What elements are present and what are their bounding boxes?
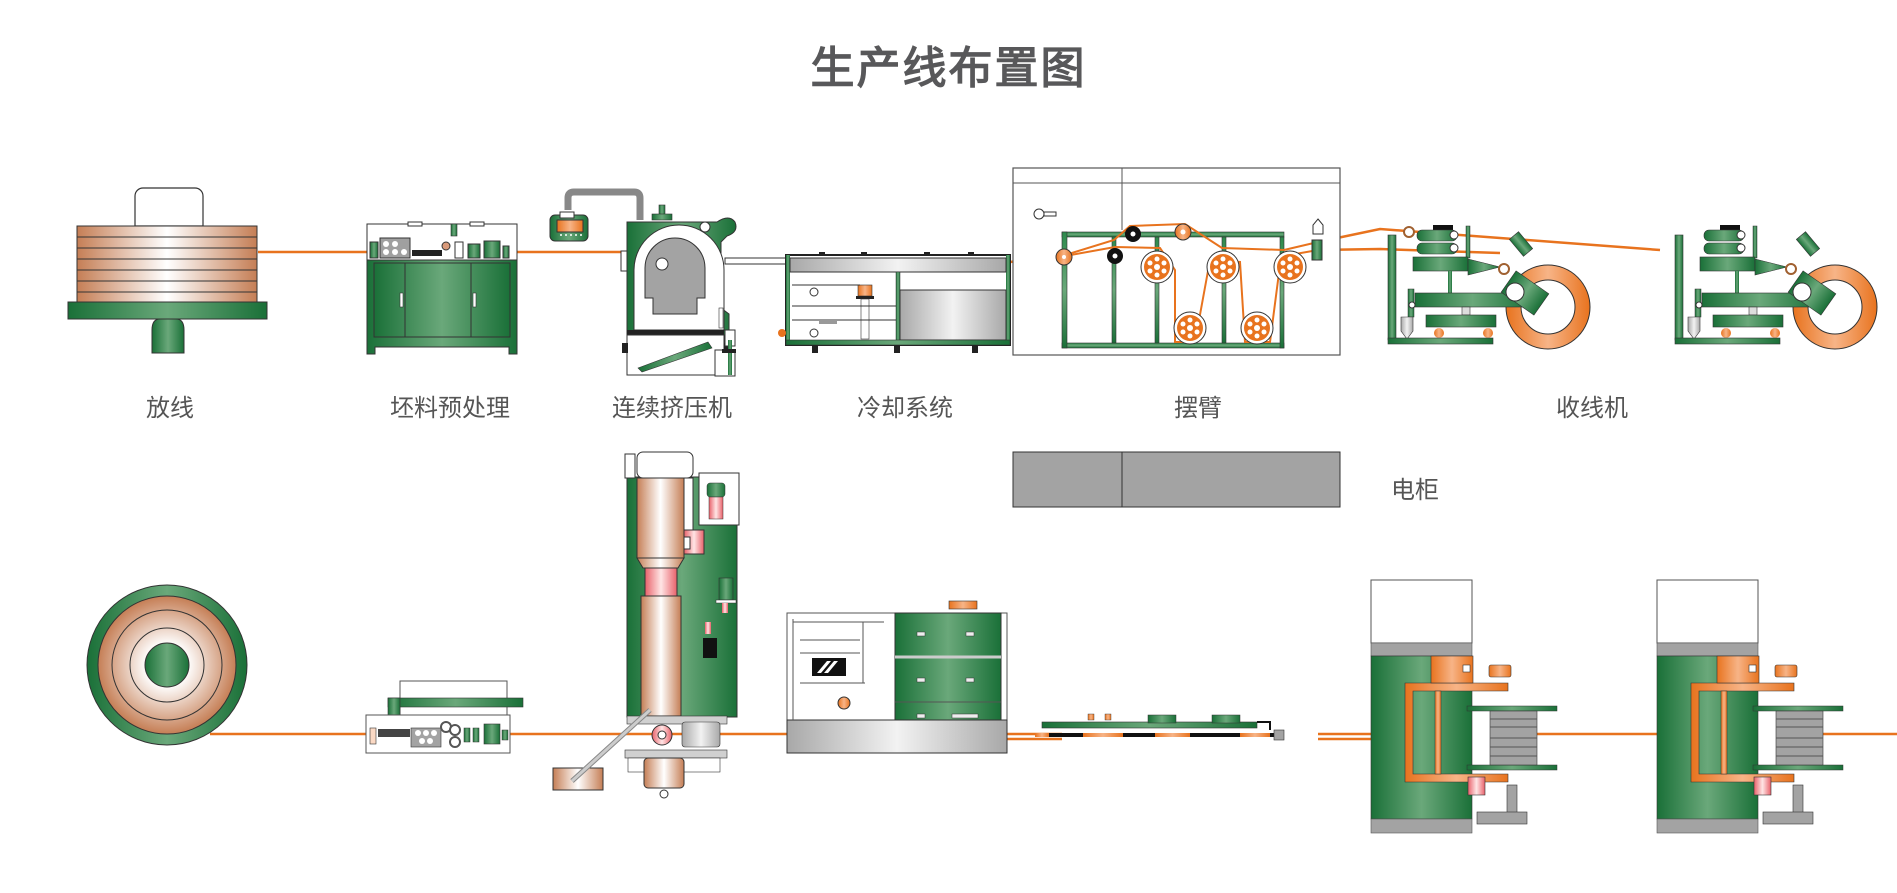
swing-arm-pulleys (1140, 250, 1307, 345)
takeup-plan-2 (1656, 579, 1844, 834)
electrical-cabinet (1012, 451, 1341, 508)
page-title: 生产线布置图 (810, 43, 1087, 94)
conveyor-plan (1035, 713, 1285, 741)
label-pretreatment: 坯料预处理 (390, 394, 510, 422)
takeup-machine-2 (1674, 225, 1878, 350)
payoff-machine (67, 187, 268, 354)
cooling-system (778, 252, 1011, 353)
label-takeup: 收线机 (1556, 394, 1628, 422)
payoff-coil (76, 225, 258, 304)
extruder-plan (552, 451, 740, 799)
label-swing-arm: 摆臂 (1174, 394, 1222, 422)
extruder-machine (549, 188, 791, 377)
label-extruder: 连续挤压机 (612, 394, 732, 422)
pretreatment-machine (366, 221, 518, 355)
label-cabinet: 电柜 (1391, 476, 1439, 504)
payoff-plan (86, 584, 248, 746)
takeup-plan-1 (1370, 579, 1558, 834)
label-payoff: 放线 (146, 394, 194, 422)
cooling-plan (786, 600, 1008, 754)
label-cooling: 冷却系统 (857, 394, 953, 422)
pretreatment-plan (365, 680, 524, 754)
takeup-machine-1 (1387, 225, 1591, 350)
swing-arm (1012, 167, 1341, 356)
